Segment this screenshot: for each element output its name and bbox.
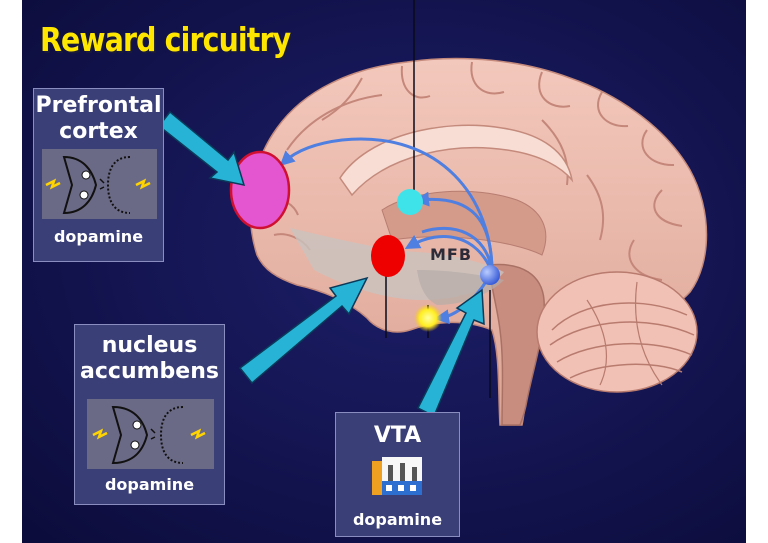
arrow-to-vta: [416, 288, 485, 418]
nucleus-accumbens-node: [371, 235, 405, 277]
arrow-to-prefrontal: [157, 110, 246, 186]
page-title: Reward circuitry: [40, 20, 291, 59]
synapse-icon: [87, 399, 214, 469]
vta-label: VTA: [373, 423, 422, 448]
mfb-label: MFB: [430, 245, 473, 264]
accumbens-label-line1: nucleus: [101, 333, 198, 358]
prefrontal-transmitter: dopamine: [53, 227, 144, 246]
factory-icon: [372, 457, 422, 495]
pointer-arrows: [157, 110, 485, 418]
accumbens-transmitter: dopamine: [104, 475, 195, 494]
nucleus-accumbens-box: nucleus accumbens dopamine: [74, 324, 225, 505]
vta-box: VTA dopamine: [335, 412, 460, 537]
synapse-icon: [42, 149, 157, 219]
vta-transmitter: dopamine: [352, 510, 443, 529]
prefrontal-label-line2: cortex: [59, 119, 138, 144]
prefrontal-cortex-box: Prefrontal cortex dopamine: [33, 88, 164, 262]
yellow-region-node: [414, 304, 442, 332]
vta-node: [480, 265, 500, 285]
cerebellum: [536, 271, 698, 393]
prefrontal-label-line1: Prefrontal: [35, 93, 162, 118]
diagram-stage: Reward circuitry MFB Prefrontal cortex d…: [22, 0, 746, 543]
prefrontal-cortex-node: [229, 150, 291, 230]
cyan-region-node: [397, 189, 423, 215]
arrow-to-accumbens: [238, 276, 369, 385]
accumbens-label-line2: accumbens: [80, 359, 219, 384]
